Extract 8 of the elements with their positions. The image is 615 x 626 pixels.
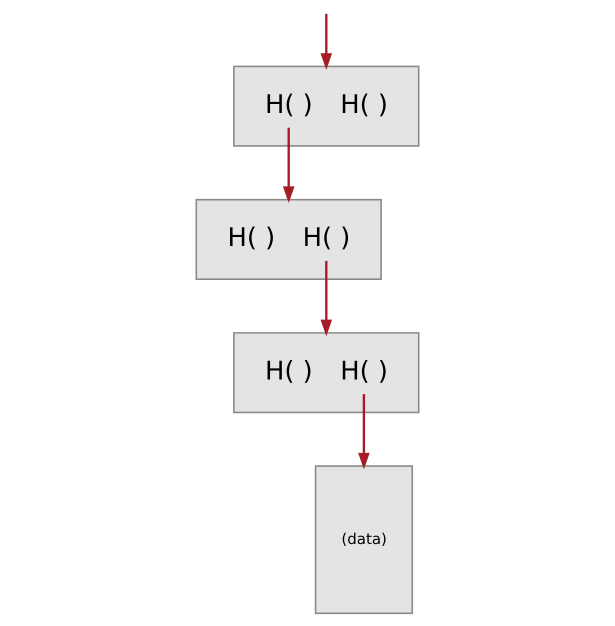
node-box: H( ) H( ) [196, 198, 382, 280]
node-box: H( ) H( ) [233, 66, 420, 147]
arrow [320, 14, 332, 70]
node-box: (data) [314, 465, 414, 614]
node-box: H( ) H( ) [233, 332, 420, 414]
arrow [320, 260, 332, 336]
arrow [358, 394, 370, 470]
arrow [282, 128, 294, 203]
